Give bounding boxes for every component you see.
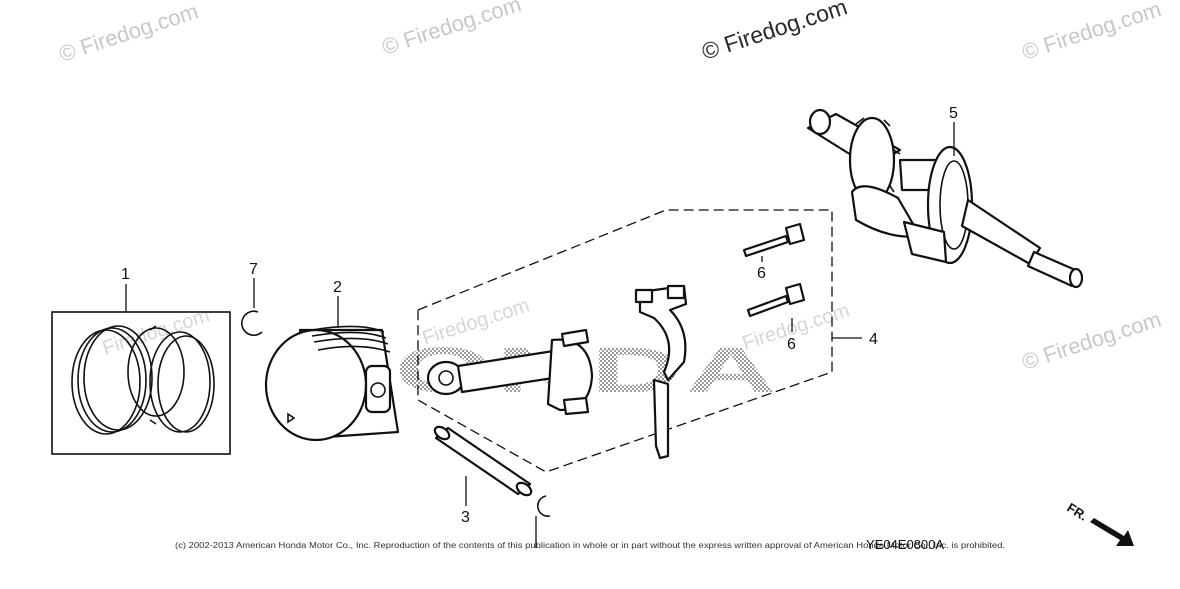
direction-label: FR.	[1064, 500, 1090, 524]
part-2-piston[interactable]	[264, 325, 400, 442]
diagram-ref-code: YE04E0800A	[866, 537, 944, 552]
part-7-circlip-lower[interactable]	[537, 495, 551, 517]
watermarks: © Firedog.com © Firedog.com © Firedog.co…	[56, 0, 1164, 375]
callout-6-upper[interactable]: 6	[757, 265, 766, 282]
part-6-bolt-lower[interactable]	[746, 282, 806, 318]
ring-set-frame	[51, 311, 231, 455]
watermark-2: © Firedog.com	[379, 0, 524, 60]
copyright-notice: (c) 2002-2013 American Honda Motor Co., …	[175, 541, 1005, 550]
callout-labels: 1 2 3 4 5 6 6 7	[121, 105, 958, 526]
part-1-piston-ring-set[interactable]	[51, 311, 231, 455]
callout-6-lower[interactable]: 6	[787, 336, 796, 353]
part-4-rod-cap[interactable]	[634, 284, 688, 460]
part-4-connecting-rod[interactable]	[426, 328, 594, 416]
watermark-1: © Firedog.com	[56, 0, 201, 67]
part-7-circlip[interactable]	[241, 310, 263, 337]
arrow-down-right-icon	[1090, 518, 1134, 546]
callout-1[interactable]: 1	[121, 266, 130, 283]
part-3-piston-pin[interactable]	[433, 424, 534, 497]
callout-2[interactable]: 2	[333, 279, 342, 296]
watermark-3: © Firedog.com	[699, 0, 851, 65]
callout-3[interactable]: 3	[461, 509, 470, 526]
leader-lines	[125, 122, 955, 548]
part-6-bolt-upper[interactable]	[742, 222, 806, 258]
callout-7[interactable]: 7	[249, 261, 258, 278]
front-direction-indicator: FR.	[1064, 500, 1134, 546]
callout-4[interactable]: 4	[869, 331, 878, 348]
part-5-crankshaft[interactable]	[806, 108, 1084, 289]
watermark-8: © Firedog.com	[1019, 306, 1164, 374]
callout-5[interactable]: 5	[949, 105, 958, 122]
watermark-4: © Firedog.com	[1019, 0, 1164, 65]
